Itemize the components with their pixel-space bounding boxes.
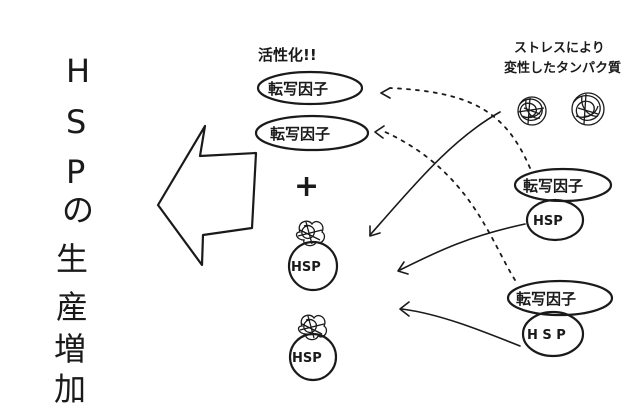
title-char-6: 産 [56, 288, 88, 326]
title-char-4: の [62, 191, 94, 229]
dotted-arrow-lower-head [374, 125, 385, 139]
center-hsp-2-label: HSP [292, 351, 322, 366]
stress-label-line1: ストレスにより [514, 41, 605, 56]
solid-arrow-bottom-head [399, 301, 410, 317]
title-char-3: P [66, 153, 85, 191]
active-tf-1: 転写因子 [256, 70, 364, 106]
active-tf-2: 転写因子 [254, 114, 370, 152]
dotted-arrow-upper [389, 87, 531, 169]
denatured-protein-1 [517, 96, 547, 126]
active-tf-2-label: 転写因子 [270, 125, 330, 143]
denatured-protein-2 [571, 92, 605, 126]
solid-arrow-bottom [401, 308, 521, 347]
center-hsp-2: HSP [288, 314, 338, 382]
active-tf-1-label: 転写因子 [268, 80, 328, 98]
right-tf-1-label: 転写因子 [523, 177, 583, 195]
right-complex-2: 転写因子 H S P [506, 279, 614, 358]
title-char-5: 生 [56, 240, 88, 278]
right-complex-1: 転写因子 HSP [513, 167, 613, 242]
activation-label: 活性化!! [258, 46, 317, 64]
protein-scribble-center-1 [295, 220, 326, 247]
dotted-arrow-upper-head [380, 87, 391, 99]
stress-label-line2: 変性したタンパク質 [504, 60, 621, 76]
title-char-7: 増 [54, 330, 86, 368]
solid-arrow-top [369, 111, 501, 236]
dotted-arrow-lower [382, 130, 516, 281]
title-char-1: H [66, 52, 90, 90]
right-hsp-1-label: HSP [533, 214, 563, 229]
center-hsp-1-label: HSP [291, 260, 321, 275]
title-char-2: S [66, 103, 86, 141]
big-left-arrow [156, 124, 258, 267]
right-hsp-2-label: H S P [527, 328, 566, 343]
right-tf-2-label: 転写因子 [516, 290, 576, 308]
plus-sign: + [294, 169, 319, 204]
vertical-title: H S P の 生 産 増 加 [54, 52, 94, 408]
center-hsp-1: HSP [287, 220, 339, 292]
solid-arrow-top-head [369, 225, 381, 237]
title-char-8: 加 [54, 370, 86, 408]
solid-arrow-middle [399, 223, 526, 271]
solid-arrow-middle-head [397, 261, 409, 275]
